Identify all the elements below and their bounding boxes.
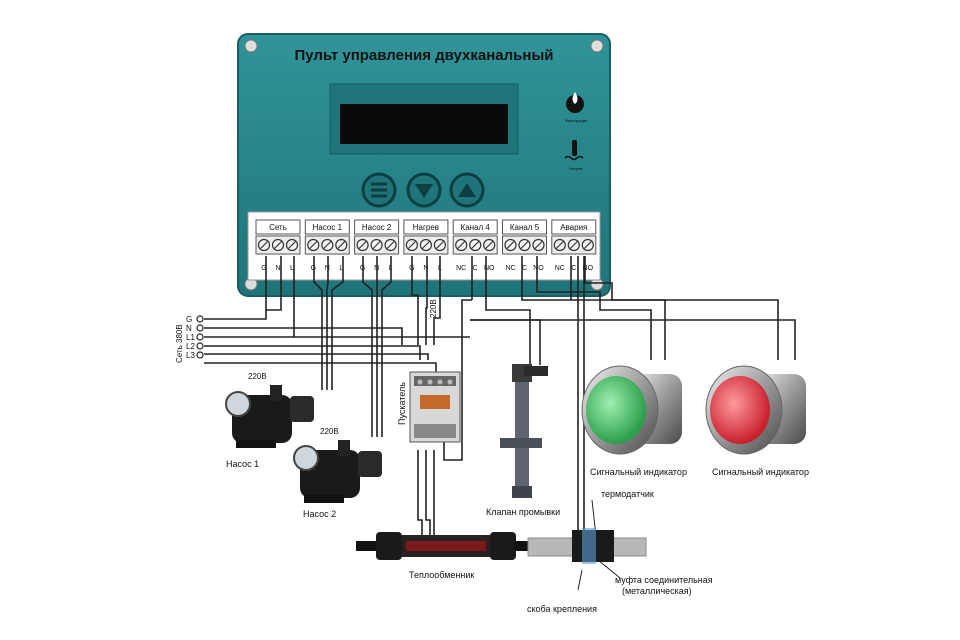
- terminal-pin-label: C: [571, 265, 576, 272]
- mains-terminal-icon: [196, 315, 204, 323]
- pump-1-voltage: 220В: [248, 372, 267, 381]
- pump-1: [225, 385, 314, 448]
- pump-1-label: Насос 1: [226, 459, 259, 469]
- mains-terminal-icon: [196, 351, 204, 359]
- terminal-pin-label: G: [261, 265, 266, 272]
- filtration-caption: Фильтрация: [565, 118, 587, 123]
- menu-icon: [371, 182, 387, 198]
- indicator-red-label: Сигнальный индикатор: [712, 467, 809, 477]
- green-lens-icon: [586, 376, 646, 444]
- terminal-group-label: Канал 5: [510, 223, 540, 232]
- red-lens-icon: [710, 376, 770, 444]
- filtration-icon: [566, 92, 584, 113]
- triangle-down-icon: [415, 184, 433, 198]
- terminal-pin-label: C: [473, 265, 478, 272]
- terminal-group-label: Насос 1: [313, 223, 343, 232]
- terminal-group: Канал 4 NC C NO: [452, 219, 498, 272]
- mains-label: Сеть 380В: [175, 324, 184, 363]
- heat-exchanger: [356, 532, 528, 560]
- panel-title: Пульт управления двухканальный: [294, 47, 553, 64]
- heating-caption: Нагрев: [569, 166, 582, 171]
- terminal-group-label: Сеть: [269, 223, 287, 232]
- triangle-up-icon: [458, 183, 476, 197]
- pump-2-label: Насос 2: [303, 509, 336, 519]
- terminal-pin-label: C: [522, 265, 527, 272]
- terminal-group: Канал 5 NC C NO: [502, 219, 547, 272]
- pump-2-voltage: 220В: [320, 427, 339, 436]
- flush-valve: [500, 364, 548, 498]
- terminal-pin-label: NC: [555, 265, 565, 272]
- contactor-label: Пускатель: [397, 382, 407, 425]
- terminal-group-label: Авария: [560, 223, 587, 232]
- heating-voltage-label: 220В: [429, 299, 438, 318]
- down-button[interactable]: [406, 172, 442, 208]
- terminal-pin-label: N: [423, 265, 428, 272]
- terminal-pin-label: NO: [484, 265, 495, 272]
- control-panel: Пульт управления двухканальный Фильтраци…: [237, 33, 611, 297]
- mains-line-label: L1: [186, 333, 195, 342]
- valve-label: Клапан промывки: [486, 507, 560, 517]
- indicator-red: [705, 365, 806, 455]
- terminal-group-label: Канал 4: [461, 223, 491, 232]
- mains-terminal-icon: [196, 324, 204, 332]
- mains-line-label: G: [186, 315, 192, 324]
- lcd-display: [340, 104, 508, 144]
- terminal-pin-label: L: [290, 265, 294, 272]
- contactor: [409, 371, 461, 443]
- clamp: [582, 528, 596, 564]
- screw-icon: [590, 39, 604, 53]
- pipe: [527, 528, 647, 564]
- menu-button[interactable]: [361, 172, 397, 208]
- terminal-pin-label: NC: [505, 265, 515, 272]
- mains-terminal-icon: [196, 333, 204, 341]
- terminal-pin-label: NO: [583, 265, 594, 272]
- screw-icon: [244, 39, 258, 53]
- indicator-green: [581, 365, 682, 455]
- clamp-label: скоба крепления: [527, 604, 597, 614]
- terminal-group-label: Нагрев: [413, 223, 439, 232]
- pump-2: [293, 440, 382, 503]
- indicator-green-label: Сигнальный индикатор: [590, 467, 687, 477]
- mains-line-label: N: [186, 324, 192, 333]
- terminal-pin-label: L: [339, 265, 343, 272]
- mains-terminal-icon: [196, 342, 204, 350]
- coupling-label: муфта соединительная(металлическая): [615, 575, 713, 596]
- terminal-pin-label: N: [275, 265, 280, 272]
- up-button[interactable]: [449, 172, 485, 208]
- mains-line-label: L3: [186, 351, 195, 360]
- heat-exchanger-label: Теплообменник: [409, 570, 474, 580]
- terminal-pin-label: NO: [533, 265, 544, 272]
- thermosensor-label: термодатчик: [601, 489, 654, 499]
- mains-line-label: L2: [186, 342, 195, 351]
- terminal-group-label: Насос 2: [362, 223, 392, 232]
- heating-icon: [564, 140, 584, 161]
- terminal-pin-label: NC: [456, 265, 466, 272]
